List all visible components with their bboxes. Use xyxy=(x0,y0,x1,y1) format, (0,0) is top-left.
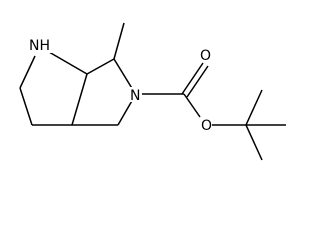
skeletal-formula: NH N O O xyxy=(19,22,286,161)
bond-c6-n xyxy=(113,58,134,91)
atom-label-nh: NH xyxy=(29,38,50,54)
atom-label-o-carbonyl: O xyxy=(200,48,211,64)
bond-cq-me-bottom xyxy=(245,124,263,161)
bond-c6a-nh xyxy=(48,51,88,75)
bond-nh-c2 xyxy=(19,55,36,89)
bond-c6a-c6 xyxy=(86,58,115,75)
bond-n-c4 xyxy=(117,98,134,126)
bond-c2-c3 xyxy=(19,87,33,126)
bond-c6-methyl xyxy=(113,22,125,60)
bond-cq-me-top xyxy=(245,89,263,126)
bond-c3a-c6a xyxy=(71,73,88,126)
atom-label-o-ester: O xyxy=(201,118,212,134)
bond-carbonyl-double-a xyxy=(181,62,204,95)
bond-carbonyl-double-b xyxy=(186,65,209,98)
structure-canvas: NH N O O xyxy=(19,22,286,161)
atom-label-n: N xyxy=(130,88,140,104)
bond-carbonyl-c-oester xyxy=(183,93,201,118)
